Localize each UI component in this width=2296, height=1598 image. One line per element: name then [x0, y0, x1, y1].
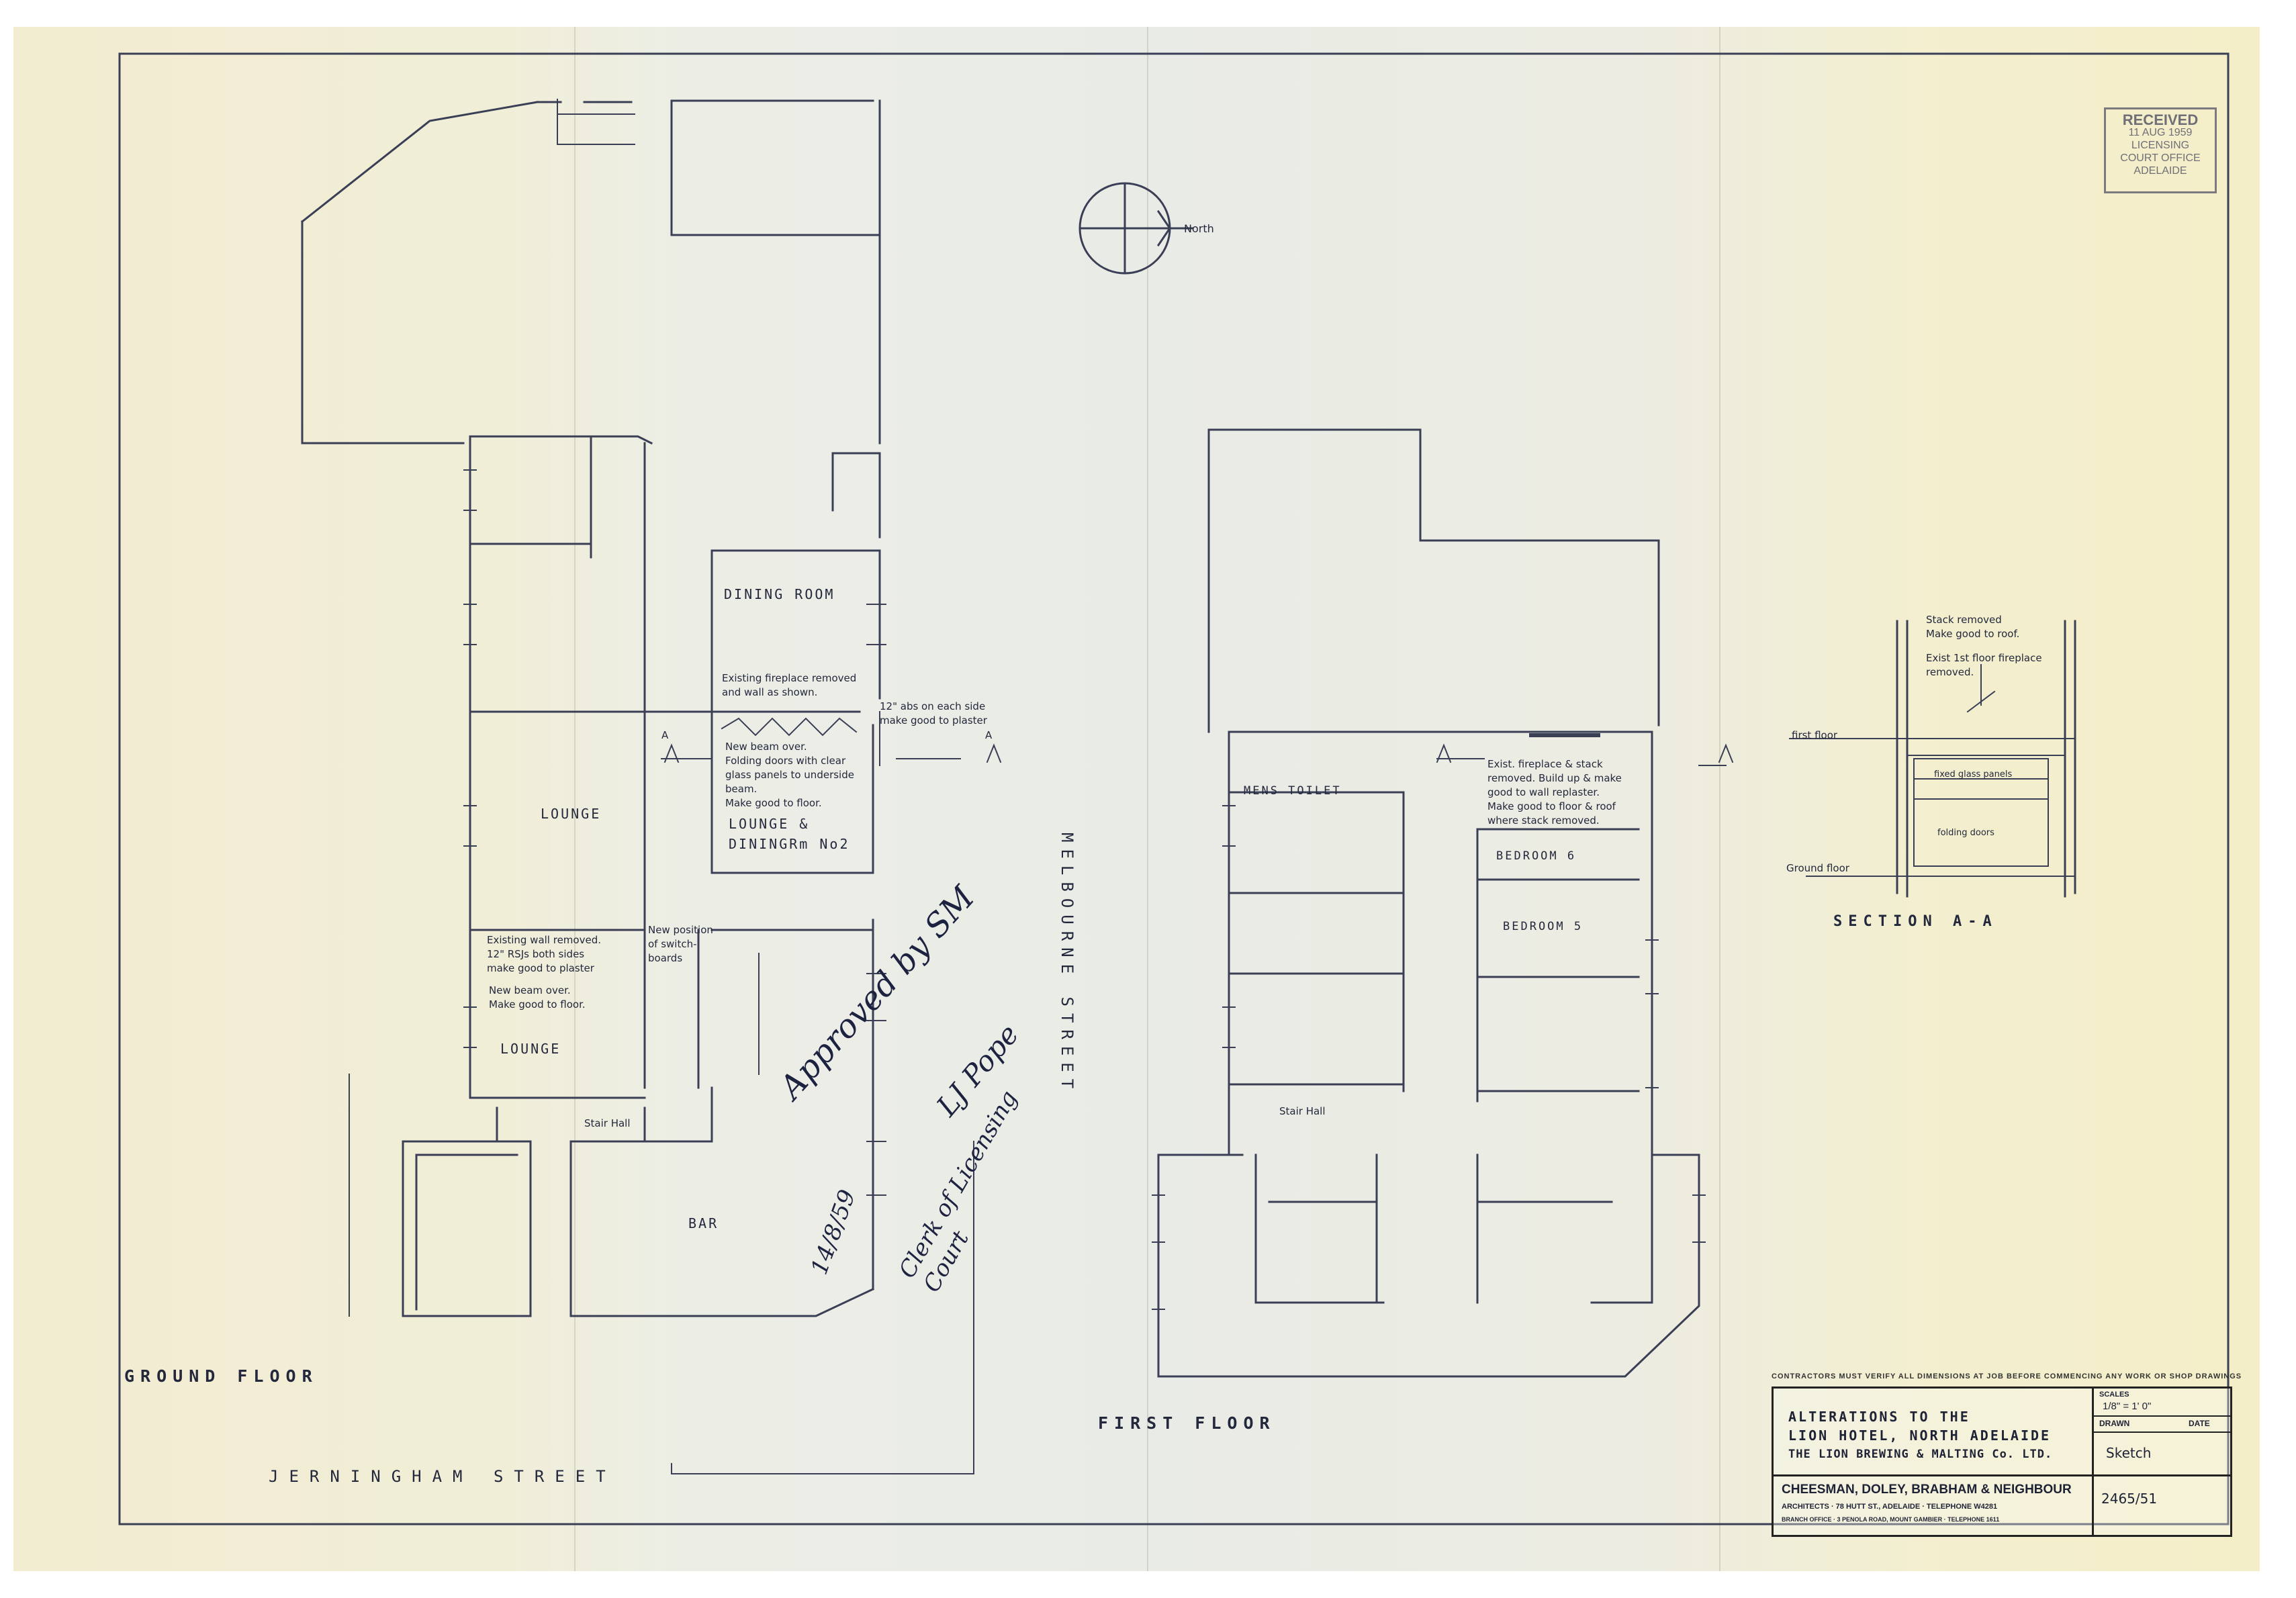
sheet-fold: [574, 27, 576, 1571]
fireplace-note: Existing fireplace removed and wall as s…: [722, 672, 857, 698]
drawn-label: DRAWN: [2099, 1419, 2130, 1428]
date-label: DATE: [2189, 1419, 2210, 1428]
stack-removed-note: Stack removed Make good to roof.: [1926, 614, 2020, 640]
title-line: LION HOTEL, NORTH ADELAIDE: [1788, 1427, 2052, 1444]
beam-floor-note: New beam over. Make good to floor.: [489, 984, 586, 1010]
beam-folding-note: New beam over. Folding doors with clear …: [725, 741, 854, 809]
branch-address: BRANCH OFFICE · 3 PENOLA ROAD, MOUNT GAM…: [1782, 1516, 2000, 1523]
ground-walls-2: [469, 710, 874, 1089]
drawing-number: 2465/51: [2101, 1491, 2158, 1507]
north-label: North: [1184, 222, 1214, 235]
scales-label: SCALES: [2099, 1391, 2129, 1399]
stamp-title: RECEIVED: [2122, 111, 2199, 128]
first-floor-outline: [1207, 428, 1660, 733]
stamp-line: COURT OFFICE: [2120, 152, 2201, 164]
section-ground-floor-label: Ground floor: [1786, 862, 1849, 874]
section-title: SECTION A-A: [1833, 913, 1998, 930]
sheet-fold: [1719, 27, 1720, 1571]
received-stamp: RECEIVED 11 AUG 1959 LICENSING COURT OFF…: [2104, 107, 2217, 193]
status-value: Sketch: [2106, 1445, 2152, 1461]
melbourne-street-label: MELBOURNE STREET: [1058, 833, 1076, 1096]
mens-toilet-label: MENS TOILET: [1244, 784, 1342, 798]
lounge-label: LOUNGE: [541, 806, 602, 822]
stamp-line: ADELAIDE: [2133, 165, 2187, 177]
first-floor-walls: [1157, 731, 1700, 1378]
architect-firm: CHEESMAN, DOLEY, BRABHAM & NEIGHBOUR: [1782, 1483, 2072, 1497]
first-floor-fireplace-note: Exist 1st floor fireplace removed.: [1926, 652, 2042, 678]
sheet-fold: [1147, 27, 1148, 1571]
bar-walls: [569, 919, 874, 1317]
stair-hall-label: Stair Hall: [1279, 1105, 1326, 1117]
section-first-floor-label: first floor: [1792, 729, 1838, 741]
jerningham-street-label: JERNINGHAM STREET: [269, 1467, 616, 1486]
switchboards-note: New position of switch- boards: [648, 924, 713, 964]
contractors-note: CONTRACTORS MUST VERIFY ALL DIMENSIONS A…: [1772, 1372, 2242, 1380]
title-block: ALTERATIONS TO THE LION HOTEL, NORTH ADE…: [1772, 1386, 2232, 1537]
section-marker: A: [661, 729, 669, 741]
section-marker: A: [985, 729, 993, 741]
stamp-line: LICENSING: [2131, 140, 2190, 151]
section-glass-label: fixed glass panels: [1934, 769, 2013, 780]
bedroom-6-label: BEDROOM 6: [1496, 849, 1577, 863]
dining-room-label: DINING ROOM: [724, 586, 835, 602]
title-line: ALTERATIONS TO THE: [1788, 1409, 1970, 1425]
scale-value: 1/8" = 1' 0": [2103, 1401, 2152, 1412]
rsj-note: 12" abs on each side make good to plaste…: [880, 700, 987, 726]
lounge-dining-label: LOUNGE & DININGRm No2: [729, 816, 850, 852]
ground-floor-title: GROUND FLOOR: [124, 1366, 318, 1386]
title-line: THE LION BREWING & MALTING Co. LTD.: [1788, 1448, 2053, 1461]
wall-removed-note: Existing wall removed. 12" RSJs both sid…: [487, 934, 601, 974]
drawing-border: [118, 52, 2230, 1525]
stair-room: [402, 1140, 532, 1317]
stair-hall-label: Stair Hall: [584, 1117, 631, 1129]
section-walls: [1896, 620, 2076, 898]
first-fireplace-note: Exist. fireplace & stack removed. Build …: [1487, 758, 1622, 827]
bar-label: BAR: [688, 1215, 719, 1231]
bedroom-5-label: BEDROOM 5: [1503, 920, 1583, 933]
architect-address: ARCHITECTS · 78 HUTT ST., ADELAIDE · TEL…: [1782, 1503, 1998, 1511]
stamp-date: 11 AUG 1959: [2128, 127, 2193, 138]
lounge-label: LOUNGE: [500, 1041, 561, 1057]
site-outline-ground: [300, 99, 881, 444]
section-doors-label: folding doors: [1937, 828, 1994, 838]
drawing-sheet: [13, 27, 2260, 1571]
first-floor-title: FIRST FLOOR: [1098, 1413, 1276, 1433]
